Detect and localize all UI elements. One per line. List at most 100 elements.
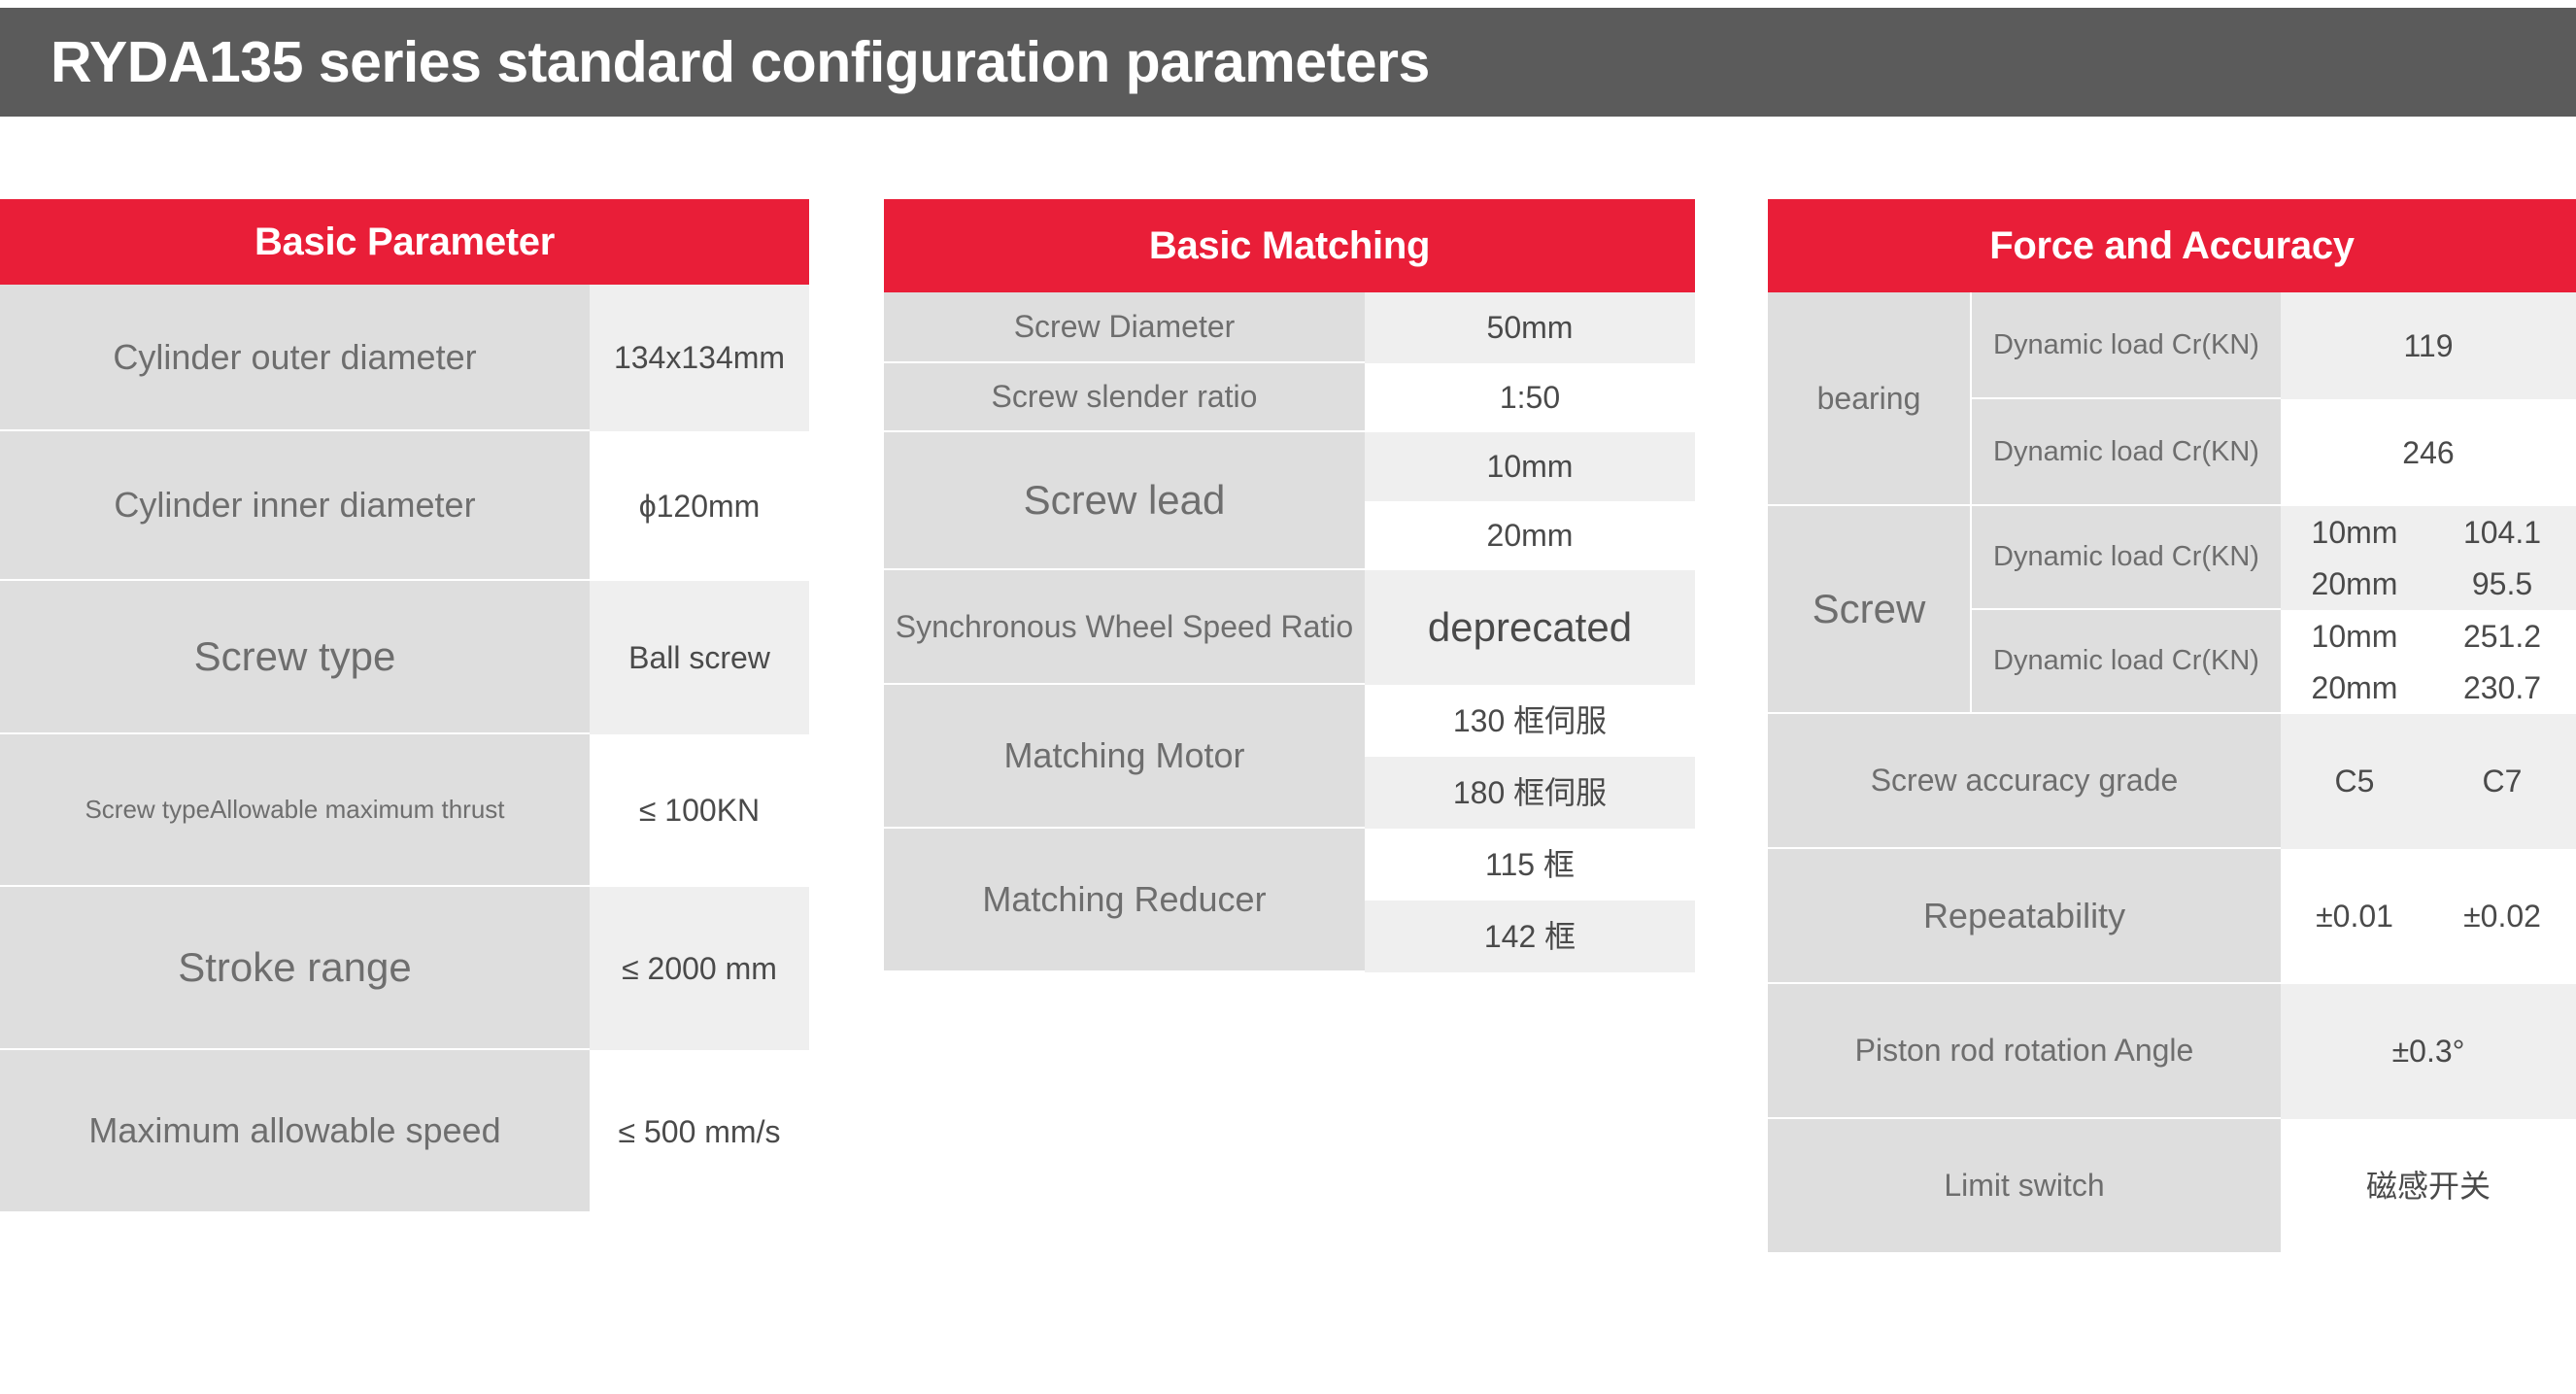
row-value: 20mm xyxy=(1365,501,1695,570)
row-value: ≤ 500 mm/s xyxy=(590,1050,809,1213)
row-value: ≤ 100KN xyxy=(590,734,809,887)
table-row: Cylinder outer diameter 134x134mm xyxy=(0,285,809,431)
row-values: 130 框伺服 180 框伺服 xyxy=(1365,685,1695,829)
row-values: deprecated xyxy=(1365,570,1695,685)
row-values: ±0.01 ±0.02 xyxy=(2281,849,2576,984)
page-title: RYDA135 series standard configuration pa… xyxy=(51,30,1430,94)
group-body: Dynamic load Cr(KN) 119 Dynamic load Cr(… xyxy=(1970,292,2576,506)
row-label: Dynamic load Cr(KN) xyxy=(1970,399,2281,506)
row-value: 10mm xyxy=(2281,610,2428,663)
group-row-screw: Screw Dynamic load Cr(KN) 10mm 104.1 20m… xyxy=(1768,506,2576,714)
row-value: 134x134mm xyxy=(590,285,809,431)
row-value: 1:50 xyxy=(1365,363,1695,432)
row-label: Screw typeAllowable maximum thrust xyxy=(0,734,590,887)
row-label: Dynamic load Cr(KN) xyxy=(1970,506,2281,610)
row-value: 119 xyxy=(2281,292,2576,399)
row-label: Screw slender ratio xyxy=(884,363,1365,432)
row-value: 10mm xyxy=(1365,432,1695,501)
row-label: Cylinder outer diameter xyxy=(0,285,590,431)
row-value: C7 xyxy=(2428,714,2576,849)
row-label: Dynamic load Cr(KN) xyxy=(1970,292,2281,399)
row-values: C5 C7 xyxy=(2281,714,2576,849)
row-value: ±0.3° xyxy=(2281,984,2576,1119)
row-value: 251.2 xyxy=(2428,610,2576,663)
row-label: Repeatability xyxy=(1768,849,2281,984)
row-value: ϕ120mm xyxy=(590,431,809,581)
row-label: Screw Diameter xyxy=(884,292,1365,363)
table-row: Screw slender ratio 1:50 xyxy=(884,363,1695,432)
table-row: Dynamic load Cr(KN) 10mm 104.1 20mm 95.5 xyxy=(1970,506,2576,610)
row-label: Dynamic load Cr(KN) xyxy=(1970,610,2281,714)
section-basic-parameter: Basic Parameter Cylinder outer diameter … xyxy=(0,199,809,1213)
row-values: 10mm 251.2 20mm 230.7 xyxy=(2281,610,2576,714)
table-row: Screw accuracy grade C5 C7 xyxy=(1768,714,2576,849)
table-row: Maximum allowable speed ≤ 500 mm/s xyxy=(0,1050,809,1213)
row-value: ±0.02 xyxy=(2428,849,2576,984)
row-values: ±0.3° xyxy=(2281,984,2576,1119)
table-row: Repeatability ±0.01 ±0.02 xyxy=(1768,849,2576,984)
row-label: Maximum allowable speed xyxy=(0,1050,590,1213)
row-label: Piston rod rotation Angle xyxy=(1768,984,2281,1119)
row-values: 50mm xyxy=(1365,292,1695,363)
row-value: ≤ 2000 mm xyxy=(590,887,809,1050)
table-row: Piston rod rotation Angle ±0.3° xyxy=(1768,984,2576,1119)
row-value: 180 框伺服 xyxy=(1365,757,1695,829)
row-value: 130 框伺服 xyxy=(1365,685,1695,757)
group-label: Screw xyxy=(1768,506,1970,714)
table-row: Synchronous Wheel Speed Ratio deprecated xyxy=(884,570,1695,685)
row-value: 115 框 xyxy=(1365,829,1695,901)
table-row: Dynamic load Cr(KN) 119 xyxy=(1970,292,2576,399)
row-values: 1:50 xyxy=(1365,363,1695,432)
table-row: Screw typeAllowable maximum thrust ≤ 100… xyxy=(0,734,809,887)
row-label: Matching Reducer xyxy=(884,829,1365,972)
table-row: Dynamic load Cr(KN) 246 xyxy=(1970,399,2576,506)
table-row: Screw type Ball screw xyxy=(0,581,809,734)
row-values: 10mm 104.1 20mm 95.5 xyxy=(2281,506,2576,610)
row-label: Cylinder inner diameter xyxy=(0,431,590,581)
row-value: 50mm xyxy=(1365,292,1695,363)
row-label: Screw accuracy grade xyxy=(1768,714,2281,849)
force-and-accuracy-rows: bearing Dynamic load Cr(KN) 119 Dynamic … xyxy=(1768,292,2576,1254)
row-values: 246 xyxy=(2281,399,2576,506)
table-row: Stroke range ≤ 2000 mm xyxy=(0,887,809,1050)
row-label: Synchronous Wheel Speed Ratio xyxy=(884,570,1365,685)
group-row-bearing: bearing Dynamic load Cr(KN) 119 Dynamic … xyxy=(1768,292,2576,506)
table-row: Matching Reducer 115 框 142 框 xyxy=(884,829,1695,972)
row-value: 246 xyxy=(2281,399,2576,506)
row-values: 119 xyxy=(2281,292,2576,399)
group-body: Dynamic load Cr(KN) 10mm 104.1 20mm 95.5 xyxy=(1970,506,2576,714)
row-values: 10mm 20mm xyxy=(1365,432,1695,570)
section-force-and-accuracy: Force and Accuracy bearing Dynamic load … xyxy=(1768,199,2576,1254)
row-label: Screw lead xyxy=(884,432,1365,570)
page-title-bar: RYDA135 series standard configuration pa… xyxy=(0,8,2576,117)
table-row: Matching Motor 130 框伺服 180 框伺服 xyxy=(884,685,1695,829)
section-header-basic-parameter: Basic Parameter xyxy=(0,199,809,285)
row-value: 230.7 xyxy=(2428,662,2576,714)
group-label: bearing xyxy=(1768,292,1970,506)
row-label: Stroke range xyxy=(0,887,590,1050)
row-value: deprecated xyxy=(1365,570,1695,685)
section-basic-matching: Basic Matching Screw Diameter 50mm Screw… xyxy=(884,199,1695,972)
row-values: 磁感开关 xyxy=(2281,1119,2576,1254)
table-row: Screw Diameter 50mm xyxy=(884,292,1695,363)
table-row: Limit switch 磁感开关 xyxy=(1768,1119,2576,1254)
table-row: Screw lead 10mm 20mm xyxy=(884,432,1695,570)
table-row: Cylinder inner diameter ϕ120mm xyxy=(0,431,809,581)
section-header-force-and-accuracy: Force and Accuracy xyxy=(1768,199,2576,292)
row-label: Matching Motor xyxy=(884,685,1365,829)
basic-parameter-rows: Cylinder outer diameter 134x134mm Cylind… xyxy=(0,285,809,1213)
row-value: 磁感开关 xyxy=(2281,1119,2576,1254)
row-value: ±0.01 xyxy=(2281,849,2428,984)
row-value: 20mm xyxy=(2281,558,2428,610)
table-row: Dynamic load Cr(KN) 10mm 251.2 20mm 230.… xyxy=(1970,610,2576,714)
section-header-basic-matching: Basic Matching xyxy=(884,199,1695,292)
row-values: 115 框 142 框 xyxy=(1365,829,1695,972)
row-value: Ball screw xyxy=(590,581,809,734)
row-value: 20mm xyxy=(2281,662,2428,714)
row-label: Limit switch xyxy=(1768,1119,2281,1254)
row-value: 95.5 xyxy=(2428,558,2576,610)
basic-matching-rows: Screw Diameter 50mm Screw slender ratio … xyxy=(884,292,1695,972)
row-value: 10mm xyxy=(2281,506,2428,559)
row-label: Screw type xyxy=(0,581,590,734)
row-value: 142 框 xyxy=(1365,901,1695,972)
